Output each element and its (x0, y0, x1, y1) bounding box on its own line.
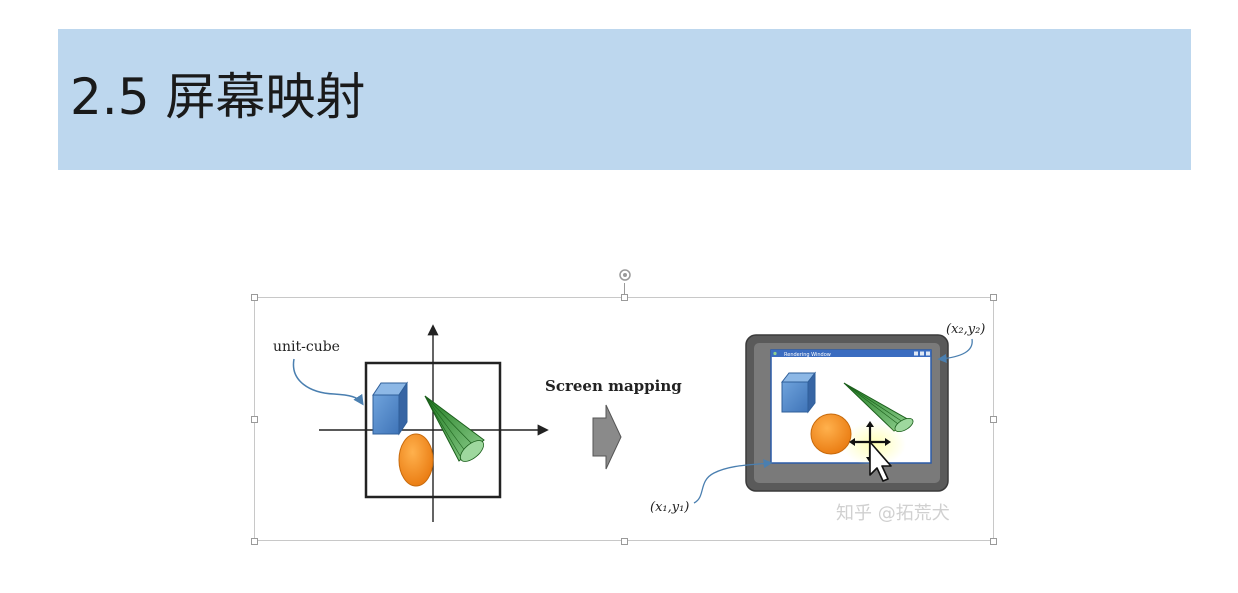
watermark: 知乎 @拓荒犬 (836, 503, 950, 524)
resize-handle-bottom-left[interactable] (251, 538, 258, 545)
unit-cube-pointer (292, 358, 364, 406)
unit-cube-label: unit-cube (273, 339, 340, 355)
resize-handle-top-left[interactable] (251, 294, 258, 301)
resize-handle-bottom[interactable] (621, 538, 628, 545)
resize-handle-left[interactable] (251, 416, 258, 423)
coord-bottom-left-pointer (693, 459, 773, 504)
screen-diagram: Rendering Window (650, 322, 985, 524)
screen-mapping-step: Screen mapping (545, 377, 682, 470)
coord-top-right-pointer (937, 338, 973, 363)
unit-cube-diagram: unit-cube (273, 324, 549, 522)
screen-mapping-figure: unit-cube Screen mapping (273, 322, 985, 524)
resize-handle-right[interactable] (990, 416, 997, 423)
coord-top-right-label: (x₂,y₂) (946, 322, 985, 337)
window-sphere-shape (810, 413, 852, 455)
rendering-window-title: Rendering Window (784, 352, 831, 358)
mapping-arrow-icon (592, 404, 622, 470)
window-cone-shape (843, 382, 914, 433)
unit-cube-outline (364, 361, 502, 499)
coord-bottom-left-label: (x₁,y₁) (650, 500, 689, 515)
resize-handle-top[interactable] (621, 294, 628, 301)
resize-handle-bottom-right[interactable] (990, 538, 997, 545)
screen-mapping-label: Screen mapping (545, 377, 682, 395)
slide-title[interactable]: 2.5 屏幕映射 (70, 68, 366, 126)
rotate-handle-stem (624, 283, 625, 297)
mouse-pointer-icon (869, 441, 892, 482)
rendering-window-titlebar (771, 350, 931, 357)
resize-handle-top-right[interactable] (990, 294, 997, 301)
cube-shape (372, 381, 408, 436)
sphere-shape (398, 433, 434, 487)
slide-title-bar: 2.5 屏幕映射 (58, 29, 1191, 170)
cursor-highlight (842, 422, 906, 466)
cone-shape (424, 395, 485, 462)
rotate-handle-icon[interactable] (617, 267, 633, 283)
window-cube-shape (780, 371, 817, 414)
